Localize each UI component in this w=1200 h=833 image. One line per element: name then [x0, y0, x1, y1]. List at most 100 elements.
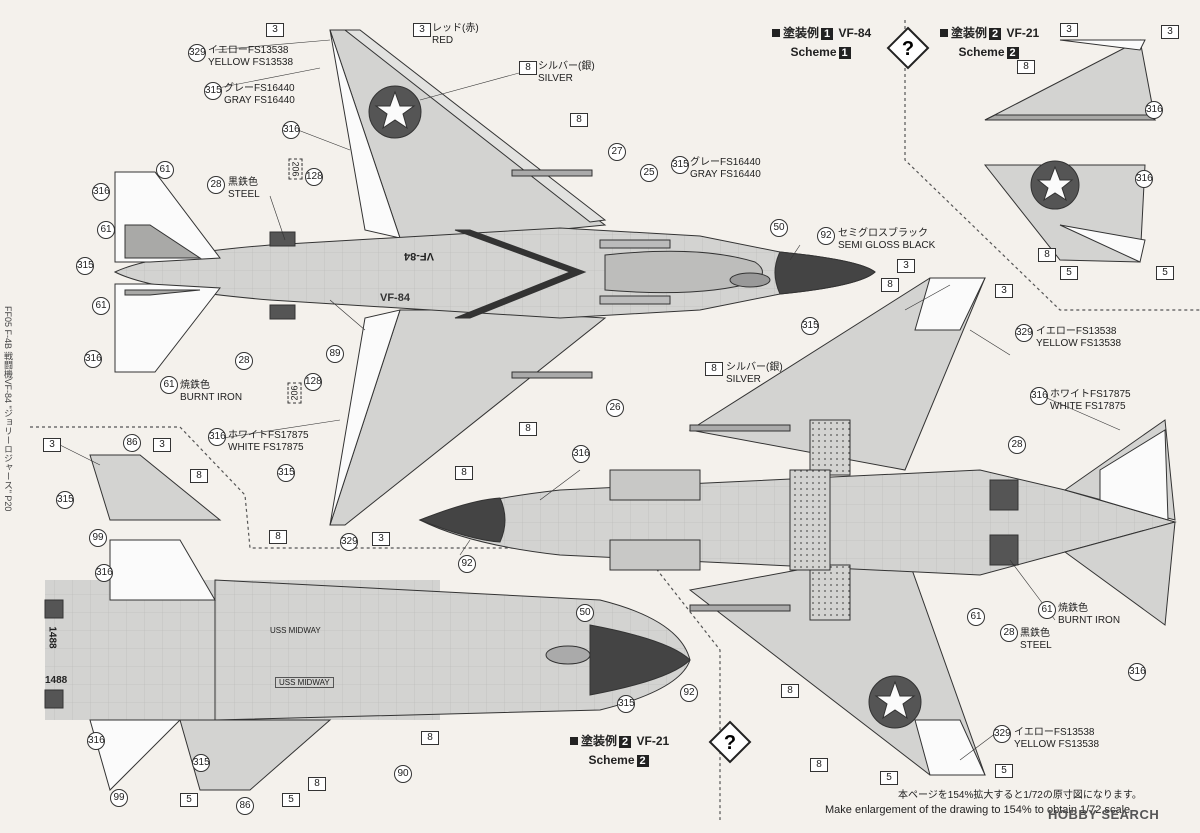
white-label: ホワイトFS17875 WHITE FS17875 [228, 430, 309, 454]
burnt-iron-en: BURNT IRON [1058, 615, 1121, 626]
square-bullet-icon [570, 737, 578, 745]
red-code: 3 [153, 438, 171, 452]
steel-en: STEEL [1020, 640, 1052, 651]
burnt-iron-code: 61 [1038, 601, 1056, 619]
gray-code: 315 [76, 257, 94, 275]
white-code: 316 [95, 564, 113, 582]
red-code: 3 [43, 438, 61, 452]
yellow-jp: イエローFS13538 [1014, 727, 1095, 738]
white-code: 316 [87, 732, 105, 750]
red-code: 3 [413, 23, 431, 37]
decal-5: 5 [995, 764, 1013, 778]
direction-sign-icon: ? [886, 26, 930, 70]
red-code: 3 [897, 259, 915, 273]
burnt-iron-label: 焼鉄色 BURNT IRON [1058, 603, 1120, 627]
gray-code: 315 [56, 491, 74, 509]
yellow-jp: イエローFS13538 [208, 45, 289, 56]
burnt-iron-code: 61 [92, 297, 110, 315]
steel-code: 28 [1008, 436, 1026, 454]
marking-206-lower: 206 [287, 382, 302, 404]
red-code: 3 [995, 284, 1013, 298]
red-code: 3 [266, 23, 284, 37]
steel-label: 黒鉄色 STEEL [228, 177, 260, 201]
burnt-iron-code: 61 [97, 221, 115, 239]
silver-code: 8 [1017, 60, 1035, 74]
steel-code: 28 [207, 176, 225, 194]
white-code: 316 [1030, 387, 1048, 405]
steel-label: 黒鉄色 STEEL [1020, 628, 1052, 652]
burnt-iron-jp: 焼鉄色 [180, 380, 210, 391]
yellow-jp: イエローFS13538 [1036, 326, 1117, 337]
marking-vf84-upper: VF-84 [404, 250, 434, 262]
close-up-scheme2 [44, 454, 691, 791]
decal-128: 128 [304, 373, 322, 391]
red-en: RED [432, 35, 454, 46]
decal-5: 5 [1060, 266, 1078, 280]
direction-sign-icon: ? [708, 720, 752, 764]
decal-128: 128 [305, 168, 323, 186]
footer-note-jp: 本ページを154%拡大すると1/72の原寸図になります。 [898, 790, 1142, 801]
yellow-code: 329 [188, 44, 206, 62]
white-code: 316 [84, 350, 102, 368]
marking-206-upper: 206 [288, 158, 303, 180]
scheme-jp-label: 塗装例 [783, 26, 820, 40]
yellow-code: 329 [993, 725, 1011, 743]
yellow-label: イエローFS13538 YELLOW FS13538 [208, 45, 293, 69]
gray-code: 315 [671, 156, 689, 174]
burnt-iron-code: 61 [156, 161, 174, 179]
gray-en: GRAY FS16440 [224, 95, 295, 106]
silver-code: 8 [308, 777, 326, 791]
scheme-jp-label: 塗装例 [581, 734, 618, 748]
semi-gloss-black-code: 92 [680, 684, 698, 702]
semi-gloss-black-jp: セミグロスブラック [838, 228, 928, 239]
steel-code: 28 [1000, 624, 1018, 642]
leader-lines [59, 39, 1121, 761]
silver-en: SILVER [538, 73, 573, 84]
white-jp: ホワイトFS17875 [228, 430, 309, 441]
yellow-label: イエローFS13538 YELLOW FS13538 [1014, 727, 1099, 751]
burnt-iron-code: 61 [160, 376, 178, 394]
white-code: 316 [92, 183, 110, 201]
white-code: 316 [282, 121, 300, 139]
gray-code: 315 [192, 754, 210, 772]
gray-code: 315 [277, 464, 295, 482]
decal-5: 5 [880, 771, 898, 785]
silver-code: 8 [810, 758, 828, 772]
silver-code: 8 [269, 530, 287, 544]
white-label: ホワイトFS17875 WHITE FS17875 [1050, 389, 1131, 413]
white-code: 316 [208, 428, 226, 446]
marking-vf84-lower: VF-84 [380, 292, 410, 304]
gray-jp: グレーFS16440 [224, 83, 295, 94]
red-code: 3 [1060, 23, 1078, 37]
decal-5: 5 [1156, 266, 1174, 280]
decal-90: 90 [394, 765, 412, 783]
white-code: 316 [1128, 663, 1146, 681]
scheme-en-number: 1 [838, 47, 851, 59]
page-side-caption: FF05 F-4B 戦闘機VF-84 "ジョリーロジャース" P20 [3, 306, 13, 512]
steel-code: 28 [235, 352, 253, 370]
decal-5: 5 [180, 793, 198, 807]
scheme-jp-label: 塗装例 [951, 26, 988, 40]
steel-en: STEEL [228, 189, 260, 200]
marking-uss-midway-2: USS MIDWAY [275, 677, 334, 688]
red-code: 3 [1161, 25, 1179, 39]
silver-jp: シルバー(銀) [538, 61, 595, 72]
decal-27: 27 [608, 143, 626, 161]
decal-5: 5 [282, 793, 300, 807]
yellow-en: YELLOW FS13538 [1036, 338, 1122, 349]
gray-code: 315 [801, 317, 819, 335]
semi-gloss-black-en: SEMI GLOSS BLACK [838, 240, 936, 251]
silver-code: 8 [455, 466, 473, 480]
red-code: 3 [372, 532, 390, 546]
burnt-iron-label: 焼鉄色 BURNT IRON [180, 380, 242, 404]
silver-en: SILVER [726, 374, 761, 385]
svg-text:?: ? [724, 732, 736, 754]
gray-en: GRAY FS16440 [690, 169, 761, 180]
white-code: 316 [1135, 170, 1153, 188]
scheme-unit: VF-21 [636, 734, 670, 748]
decal-86: 86 [236, 797, 254, 815]
